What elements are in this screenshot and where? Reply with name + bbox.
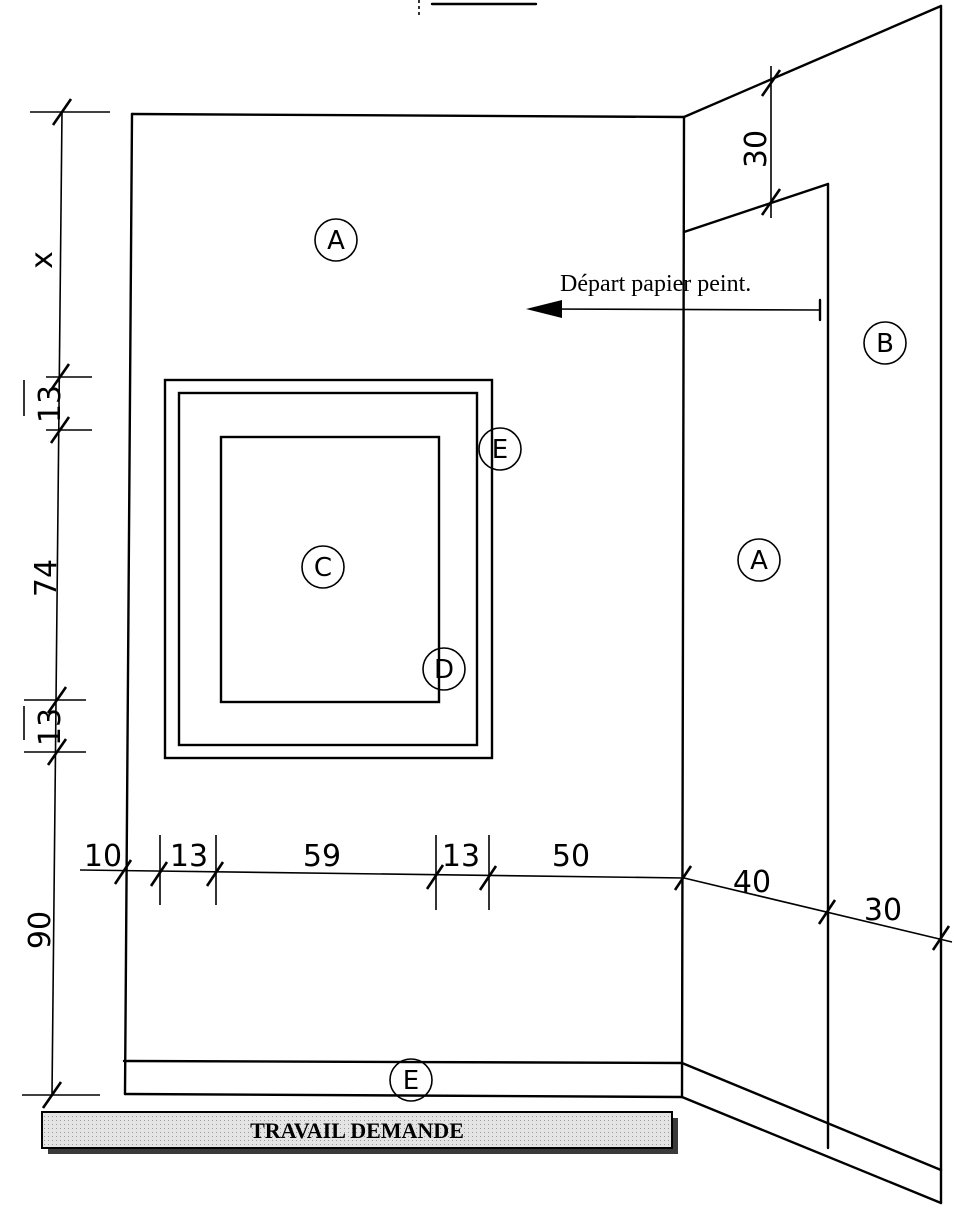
window-outer-frame [163, 378, 494, 760]
dim-13b-label: 13 [33, 708, 68, 746]
svg-text:A: A [750, 546, 768, 576]
svg-text:E: E [492, 435, 508, 465]
svg-text:E: E [403, 1066, 419, 1096]
side-wall [680, 4, 943, 1205]
dim-13a-label: 13 [33, 385, 68, 423]
dim-13a-h-label: 13 [170, 839, 208, 874]
wallpaper-start-annotation: Départ papier peint. [560, 271, 751, 297]
dim-x-label: x [25, 251, 60, 269]
label-e-baseboard: E [389, 1058, 433, 1102]
vertical-dimension-chain [22, 98, 110, 1109]
dim-40-label: 40 [733, 865, 771, 900]
label-b: B [863, 321, 907, 365]
window-inner-frame [177, 391, 479, 747]
wallpaper-start-arrow [526, 298, 822, 322]
label-a-top: A [314, 218, 358, 262]
svg-text:B: B [876, 329, 894, 359]
dim-74-label: 74 [29, 559, 64, 597]
label-c: C [301, 545, 345, 589]
footer-title-box: TRAVAIL DEMANDE [41, 1111, 678, 1154]
dim-59-label: 59 [303, 839, 341, 874]
dim-50-label: 50 [552, 839, 590, 874]
svg-text:D: D [434, 655, 454, 685]
label-d: D [422, 647, 466, 691]
dim-10-label: 10 [84, 839, 122, 874]
dim-30-bottom-label: 30 [864, 893, 902, 928]
window [163, 378, 494, 760]
side-wall-top-dimension [760, 66, 782, 218]
dim-13b-h-label: 13 [442, 839, 480, 874]
footer-title: TRAVAIL DEMANDE [250, 1118, 464, 1143]
front-wall [123, 112, 686, 1099]
dim-30-top-label: 30 [739, 130, 774, 168]
window-glass [219, 435, 441, 704]
baseboard-top-line [122, 1059, 684, 1065]
label-e-frame: E [478, 427, 522, 471]
horizontal-dimension-chain [79, 835, 953, 951]
svg-text:A: A [327, 226, 345, 256]
label-a-side: A [737, 538, 781, 582]
svg-text:C: C [314, 553, 332, 583]
dim-90-label: 90 [23, 911, 58, 949]
